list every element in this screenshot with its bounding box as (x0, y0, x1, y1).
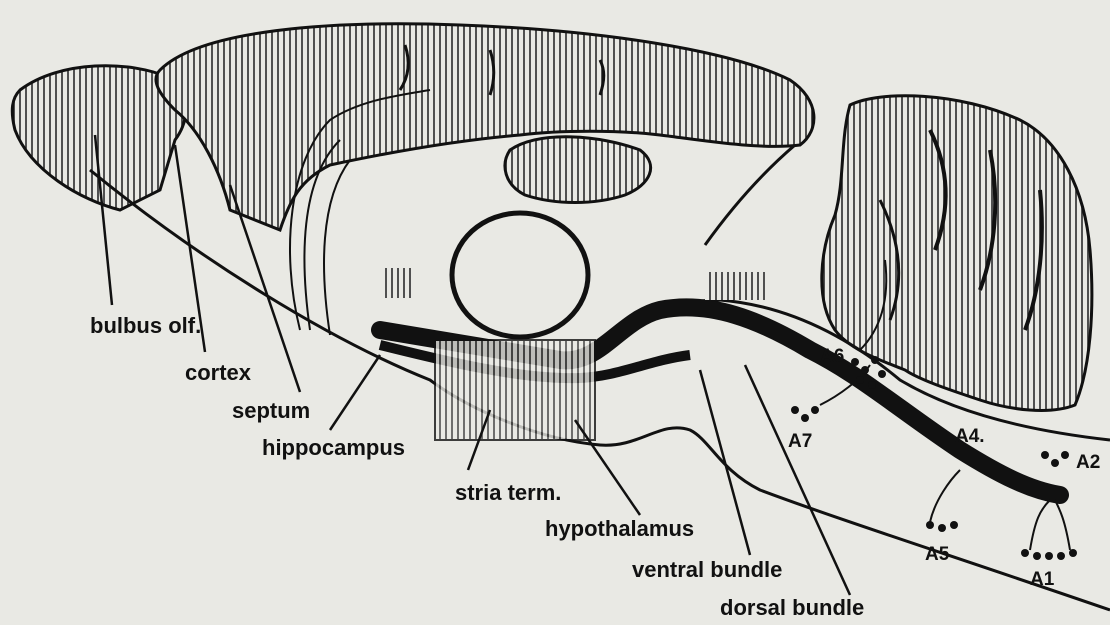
hippocampus-shape (505, 137, 651, 203)
thalamus-circle (452, 213, 588, 337)
cerebellum-shape (822, 96, 1092, 411)
a1-cluster (1021, 549, 1077, 560)
label-ventral-bundle: ventral bundle (632, 557, 782, 582)
label-a1: A1 (1030, 569, 1055, 590)
a7-cluster (791, 406, 819, 422)
label-dorsal-bundle: dorsal bundle (720, 595, 864, 620)
label-a7: A7 (788, 431, 812, 452)
label-hypothalamus: hypothalamus (545, 516, 694, 541)
label-cortex: cortex (185, 360, 252, 385)
label-a5: A5 (925, 544, 950, 565)
label-septum: septum (232, 398, 310, 423)
label-a6: A6 (820, 346, 844, 367)
a2-cluster (1041, 451, 1069, 467)
label-a4: A4. (955, 426, 985, 447)
hypothalamus-block (435, 340, 595, 440)
a5-cluster (926, 521, 958, 532)
label-bulbus-olf: bulbus olf. (90, 313, 201, 338)
label-hippocampus: hippocampus (262, 435, 405, 460)
cortex-shape (156, 24, 814, 230)
label-stria-term: stria term. (455, 480, 561, 505)
label-a2: A2 (1076, 452, 1100, 473)
